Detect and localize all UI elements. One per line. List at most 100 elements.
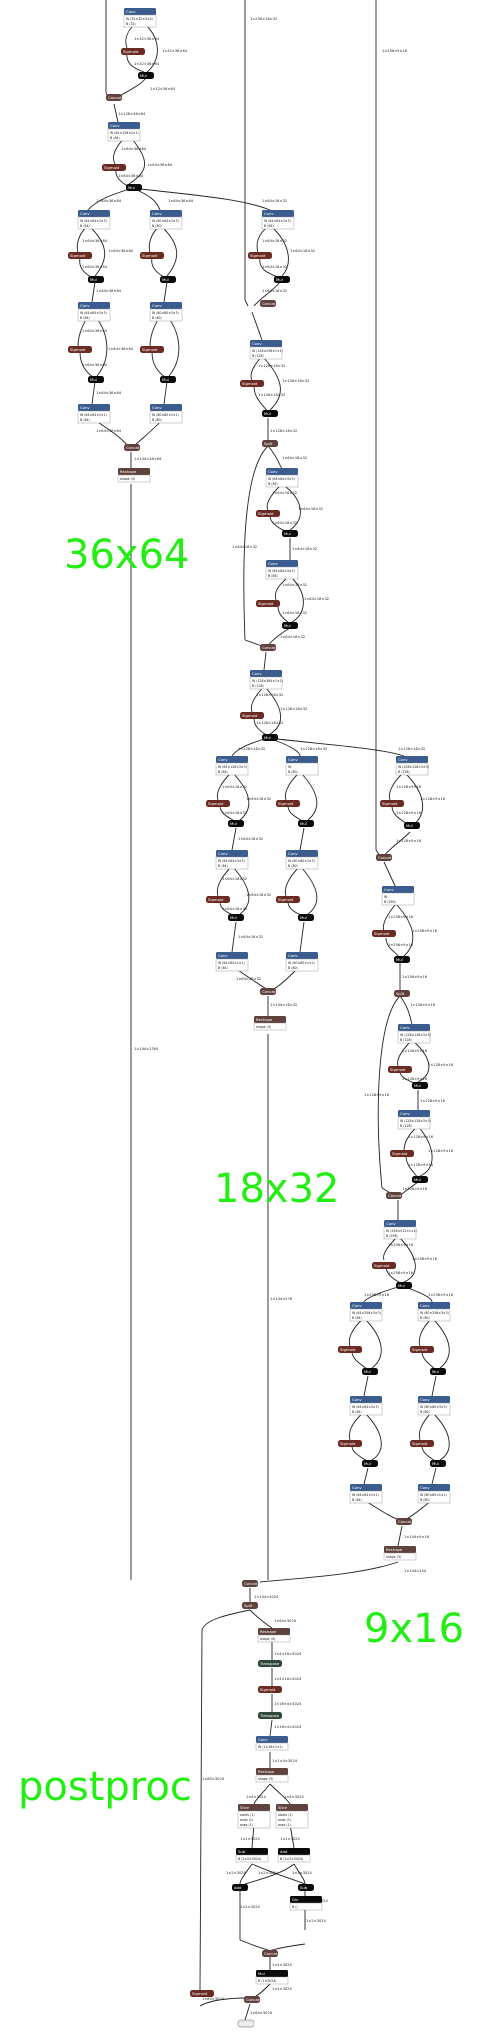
mul-node[interactable]: Mul bbox=[274, 276, 290, 283]
sigmoid-node[interactable]: Sigmoid bbox=[338, 1346, 362, 1353]
sigmoid-node[interactable]: Sigmoid bbox=[190, 1990, 214, 1997]
mul-node[interactable]: Mul bbox=[262, 734, 278, 741]
sigmoid-node[interactable]: Sigmoid bbox=[338, 1440, 362, 1447]
sub-node[interactable]: Sub bbox=[298, 1884, 314, 1891]
sigmoid-node[interactable]: Sigmoid bbox=[256, 600, 280, 607]
sigmoid-node[interactable]: Sigmoid bbox=[390, 1150, 414, 1157]
sigmoid-node[interactable]: Sigmoid bbox=[276, 800, 300, 807]
concat-node[interactable]: Concat bbox=[260, 988, 276, 995]
mul-node[interactable]: Mul bbox=[298, 914, 314, 921]
mul-node[interactable]: Mul bbox=[160, 276, 176, 283]
mul-node[interactable]: Mul bbox=[298, 820, 314, 827]
concat-node[interactable]: Concat bbox=[260, 300, 276, 307]
mul-node[interactable]: Mul bbox=[362, 1368, 378, 1375]
mul-node[interactable]: Mul bbox=[430, 1368, 446, 1375]
mul-node[interactable]: Mul bbox=[412, 1176, 428, 1183]
mul-node[interactable]: Mul bbox=[396, 1282, 412, 1289]
transpose-node[interactable]: Transpose bbox=[258, 1660, 282, 1667]
sigmoid-node[interactable]: Sigmoid bbox=[256, 510, 280, 517]
mul-node[interactable]: Mul bbox=[228, 914, 244, 921]
split-node[interactable]: Split bbox=[394, 990, 410, 997]
output-node[interactable]: output0 bbox=[237, 2019, 256, 2028]
concat-node[interactable]: Concat bbox=[262, 1950, 278, 1957]
mul-node[interactable]: Mul bbox=[228, 820, 244, 827]
concat-node[interactable]: Concat bbox=[376, 854, 392, 861]
sigmoid-node[interactable]: Sigmoid bbox=[380, 800, 404, 807]
concat-node[interactable]: Concat bbox=[244, 1996, 260, 2003]
transpose-node[interactable]: Transpose bbox=[258, 1712, 282, 1719]
sigmoid-node[interactable]: Sigmoid bbox=[140, 252, 164, 259]
sigmoid-node[interactable]: Sigmoid bbox=[140, 346, 164, 353]
sigmoid-node[interactable]: Sigmoid bbox=[68, 252, 92, 259]
mul-node[interactable]: Mul bbox=[394, 956, 410, 963]
sigmoid-node[interactable]: Sigmoid bbox=[240, 380, 264, 387]
mul-node[interactable]: Mul bbox=[430, 1460, 446, 1467]
mul-node[interactable]: Mul bbox=[404, 822, 420, 829]
mul-node[interactable]: Mul bbox=[412, 1082, 428, 1089]
sigmoid-node[interactable]: Sigmoid bbox=[276, 896, 300, 903]
sigmoid-node[interactable]: Sigmoid bbox=[206, 896, 230, 903]
sigmoid-node[interactable]: Sigmoid bbox=[206, 800, 230, 807]
concat-node[interactable]: Concat bbox=[242, 1580, 258, 1587]
split-node[interactable]: Split bbox=[262, 440, 278, 447]
sigmoid-node[interactable]: Sigmoid bbox=[240, 712, 264, 719]
mul-node[interactable]: Mul bbox=[126, 184, 142, 191]
split-node[interactable]: Split bbox=[242, 1602, 258, 1609]
sigmoid-node[interactable]: Sigmoid bbox=[102, 164, 126, 171]
mul-node[interactable]: Mul bbox=[262, 410, 278, 417]
concat-node[interactable]: Concat bbox=[386, 1192, 402, 1199]
sigmoid-node[interactable]: Sigmoid bbox=[372, 1262, 396, 1269]
concat-node[interactable]: Concat bbox=[124, 444, 140, 451]
sigmoid-node[interactable]: Sigmoid bbox=[68, 346, 92, 353]
sigmoid-node[interactable]: Sigmoid bbox=[388, 1066, 412, 1073]
sigmoid-node[interactable]: Sigmoid bbox=[410, 1346, 434, 1353]
sigmoid-node[interactable]: Sigmoid bbox=[258, 1686, 282, 1693]
mul-node[interactable]: Mul bbox=[138, 72, 154, 79]
mul-node[interactable]: Mul bbox=[362, 1460, 378, 1467]
concat-node[interactable]: Concat bbox=[106, 94, 122, 101]
mul-node[interactable]: Mul bbox=[88, 276, 104, 283]
mul-node[interactable]: Mul bbox=[282, 530, 298, 537]
sigmoid-node[interactable]: Sigmoid bbox=[121, 48, 145, 55]
mul-node[interactable]: Mul bbox=[160, 376, 176, 383]
add-node[interactable]: Add bbox=[232, 1884, 248, 1891]
mul-node[interactable]: Mul bbox=[88, 376, 104, 383]
sigmoid-node[interactable]: Sigmoid bbox=[410, 1440, 434, 1447]
